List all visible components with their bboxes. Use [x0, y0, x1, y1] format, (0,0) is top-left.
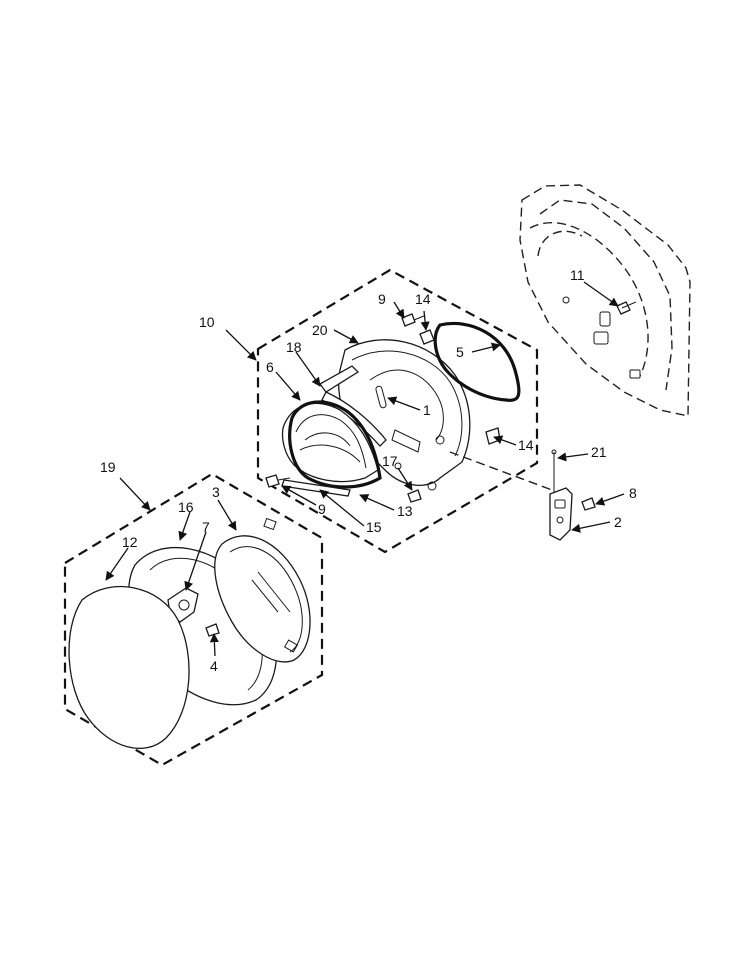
ring-screw-4: [205, 623, 220, 637]
cabinet-front-panel: [519, 184, 691, 417]
door-clip-14-right: [485, 427, 501, 445]
door-clip-14-top: [419, 329, 435, 345]
callout-21: 21: [591, 444, 607, 460]
callout-19: 19: [100, 459, 116, 475]
callout-3: 3: [212, 484, 220, 500]
callout-17: 17: [382, 453, 398, 469]
callout-18: 18: [286, 339, 302, 355]
callout-7: 7: [202, 519, 210, 535]
callout-20: 20: [312, 322, 328, 338]
panel-screw-11: [616, 301, 637, 315]
callout-2: 2: [614, 514, 622, 530]
callout-9-top: 9: [378, 291, 386, 307]
alignment-line: [449, 451, 553, 491]
callout-8: 8: [629, 485, 637, 501]
door-screw-9-top: [401, 313, 425, 327]
front-ring-group-19: [63, 472, 324, 767]
inner-door-gasket: [288, 400, 382, 489]
callout-5: 5: [456, 344, 464, 360]
callout-10: 10: [199, 314, 215, 330]
leader-lines: [105, 281, 625, 657]
callout-14-top: 14: [415, 291, 431, 307]
callout-16: 16: [178, 499, 194, 515]
callout-13: 13: [397, 503, 413, 519]
door-latch-assembly: [549, 449, 596, 541]
outer-door-gasket: [433, 321, 521, 402]
door-screw-9-bottom: [265, 474, 291, 488]
callout-4: 4: [210, 658, 218, 674]
callout-9-bottom: 9: [318, 501, 326, 517]
callout-11: 11: [570, 267, 585, 283]
callout-1: 1: [423, 402, 431, 418]
front-door-panel: [68, 586, 190, 750]
door-trim-strip: [281, 479, 351, 497]
callout-14-right: 14: [518, 437, 534, 453]
callout-12: 12: [122, 534, 138, 550]
door-assembly-group-10: [256, 268, 539, 554]
door-screw-17: [407, 489, 422, 503]
callout-15: 15: [366, 519, 382, 535]
callout-6: 6: [266, 359, 274, 375]
inner-ring: [214, 517, 311, 663]
